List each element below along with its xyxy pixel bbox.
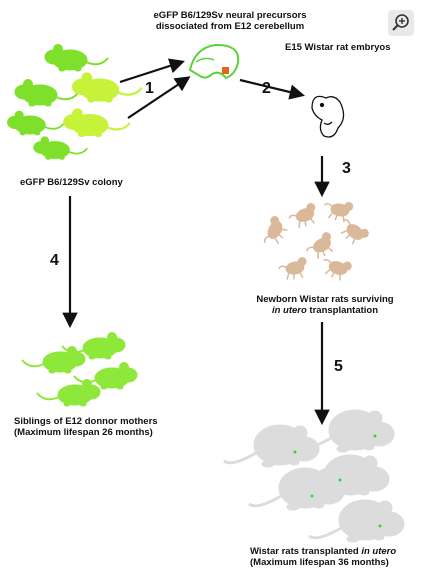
flow-arrows — [62, 58, 330, 426]
step-5-number: 5 — [334, 358, 343, 375]
transplanted-rats-label: Wistar rats transplanted in utero (Maxim… — [250, 546, 397, 568]
siblings-label: Siblings of E12 donnor mothers (Maximum … — [14, 416, 158, 438]
transplanted-adult-rats — [222, 408, 406, 544]
arrow-1a — [119, 58, 185, 84]
arrow-2 — [239, 78, 305, 100]
step-4-number: 4 — [50, 252, 59, 269]
precursors-label: eGFP B6/129Sv neural precursors dissocia… — [153, 10, 307, 32]
zoom-in-icon — [392, 14, 409, 31]
colony-label: eGFP B6/129Sv colony — [20, 177, 123, 188]
step-3-number: 3 — [342, 160, 351, 177]
rat-embryos-label: E15 Wistar rat embryos — [285, 42, 391, 53]
step-2-number: 2 — [262, 80, 271, 97]
e15-rat-embryo-illustration — [311, 95, 345, 138]
e12-cerebellum-illustration — [188, 43, 240, 80]
egfp-colony-mice — [6, 43, 143, 161]
arrow-1b — [127, 76, 191, 119]
sibling-mice — [21, 331, 138, 407]
step-1-number: 1 — [145, 80, 154, 97]
newborn-label: Newborn Wistar rats surviving in utero t… — [256, 294, 394, 316]
zoom-button[interactable] — [388, 10, 414, 36]
gfp-graft-dots — [293, 434, 382, 528]
newborn-rat-pups — [258, 197, 371, 284]
